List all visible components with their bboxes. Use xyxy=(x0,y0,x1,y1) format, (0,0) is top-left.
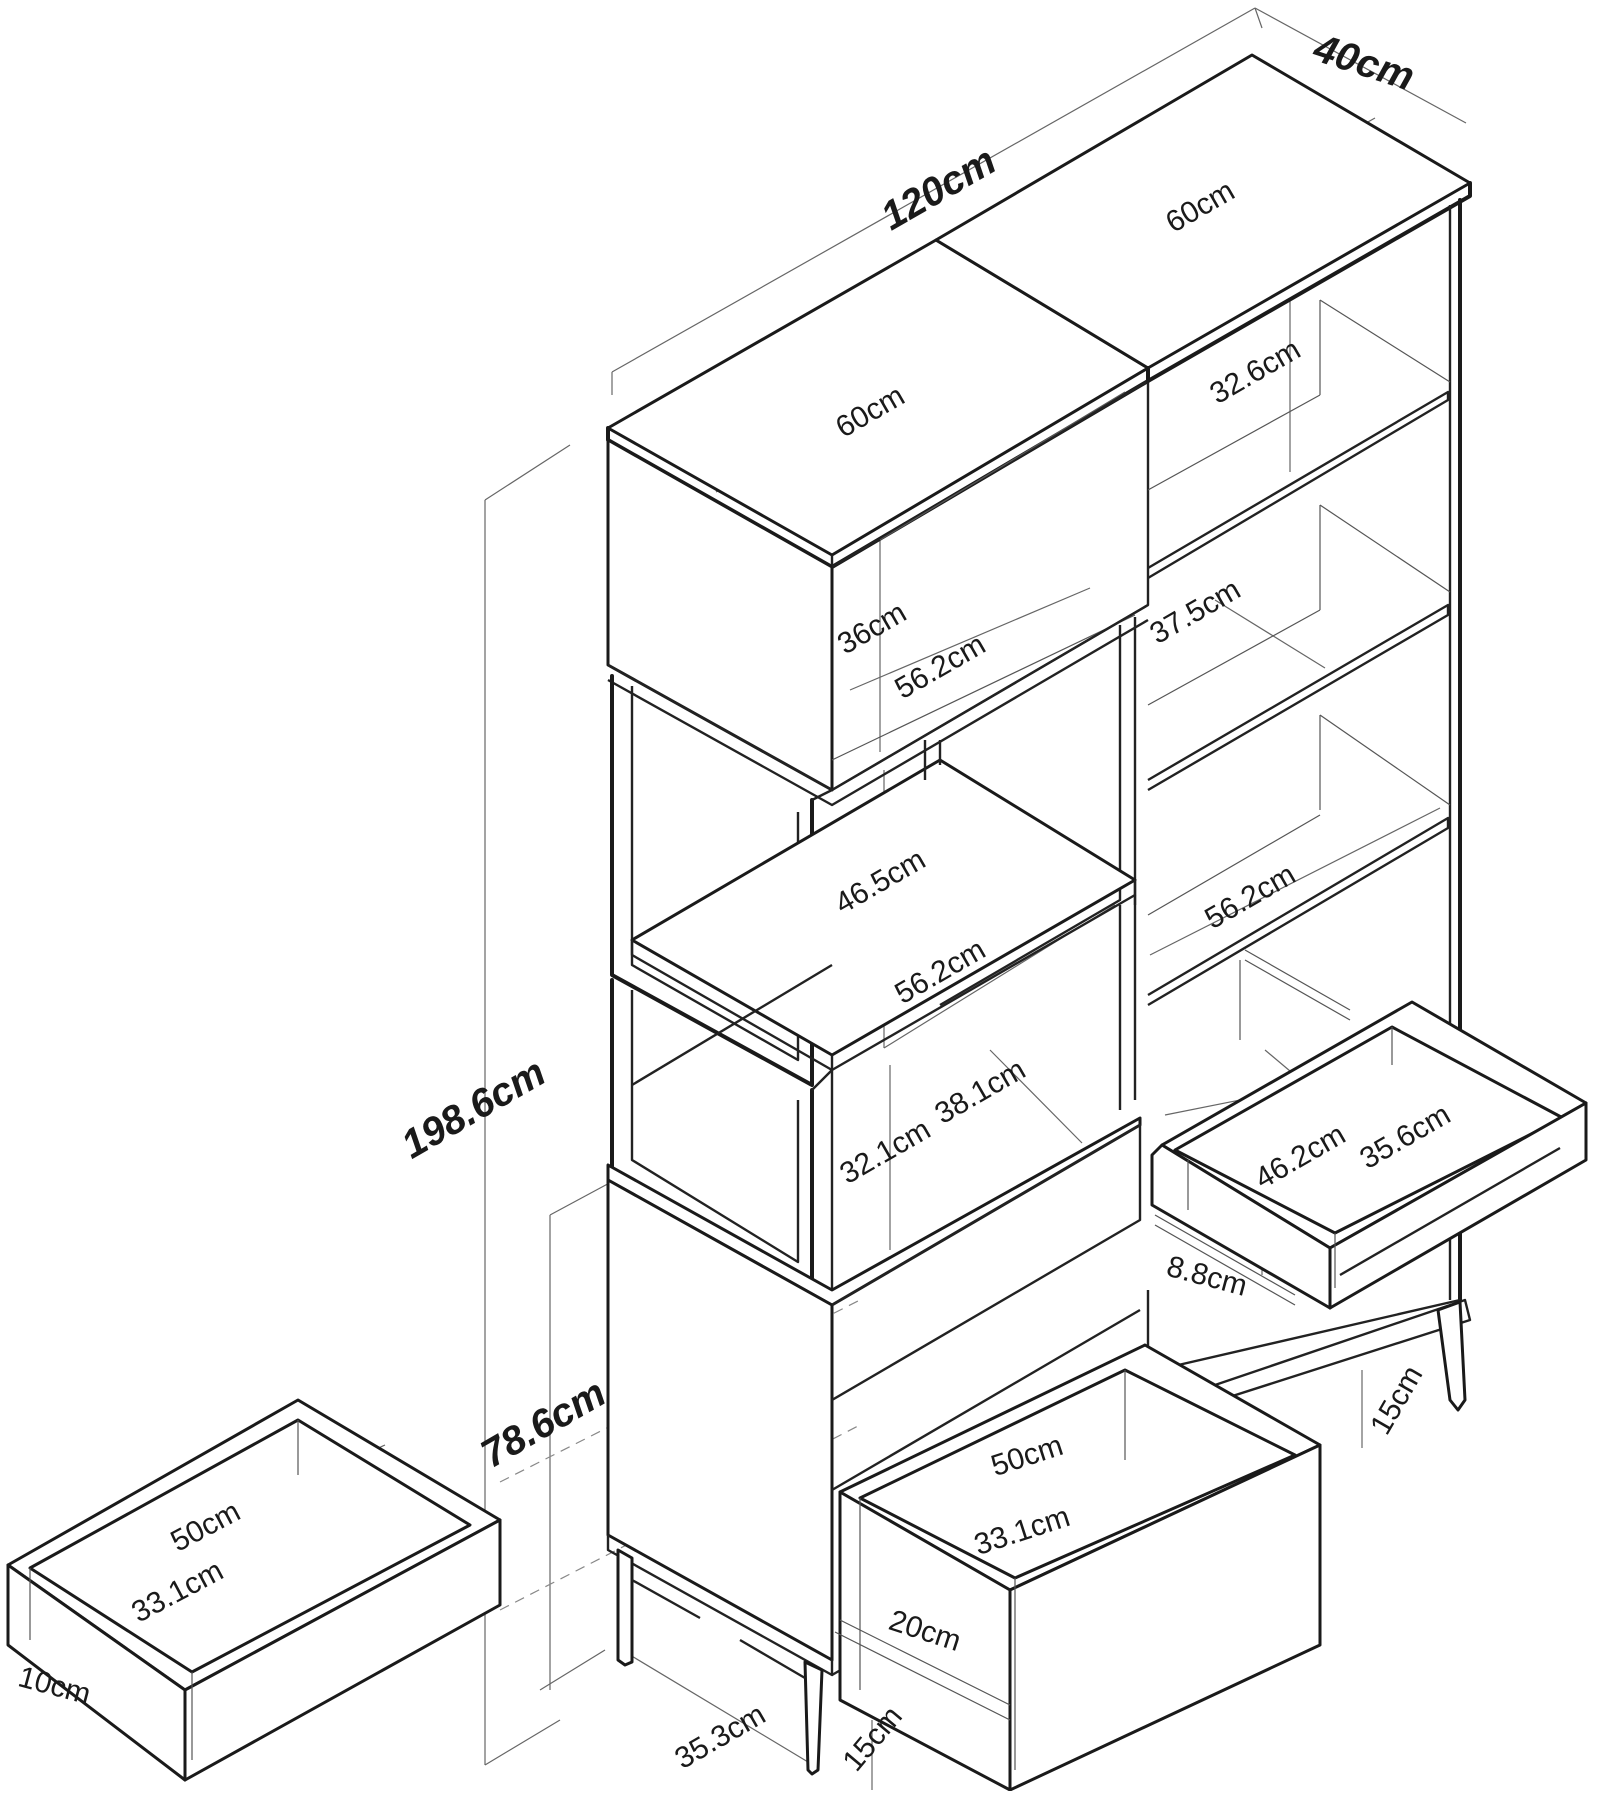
cabinet-height-label: 78.6cm xyxy=(474,1371,613,1477)
right-top-shelf-height-label: 32.6cm xyxy=(1204,333,1306,411)
total-height-label: 198.6cm xyxy=(394,1050,553,1167)
right-drawer-height-label: 8.8cm xyxy=(1163,1250,1250,1303)
left-lower-depth-label: 38.1cm xyxy=(929,1053,1031,1131)
front-drawer xyxy=(834,1343,1322,1792)
right-mid-shelf-height-label: 37.5cm xyxy=(1144,573,1246,651)
left-top-shelf-height-label: 36cm xyxy=(832,596,912,661)
depth-label: 40cm xyxy=(1308,26,1420,100)
left-lower-height-label: 32.1cm xyxy=(834,1113,936,1191)
left-drawer xyxy=(6,1398,502,1782)
right-leg-height-label: 15cm xyxy=(1364,1360,1429,1440)
left-tower xyxy=(606,238,1150,1776)
right-drawer xyxy=(1150,1000,1588,1310)
